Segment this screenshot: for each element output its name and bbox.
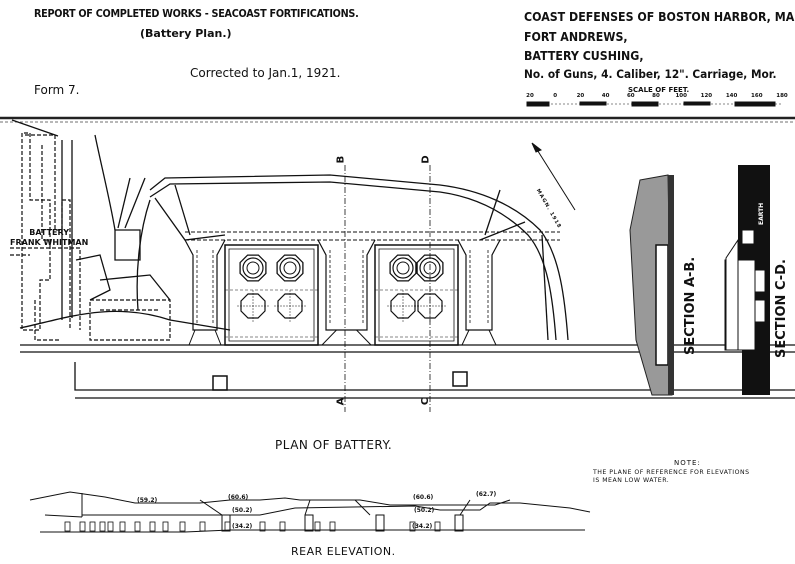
rear-elevation-drawing <box>29 491 591 533</box>
scale-tick-label: 20 <box>526 93 534 99</box>
traverse-magazine <box>317 239 376 346</box>
elevation-door <box>79 521 86 532</box>
mortar-emplacement <box>387 254 419 322</box>
note-heading: NOTE: <box>674 459 701 467</box>
report-title: REPORT OF COMPLETED WORKS - SEACOAST FOR… <box>34 8 359 20</box>
note-line-2: IS MEAN LOW WATER. <box>593 477 670 484</box>
elevation-door <box>99 521 106 532</box>
report-subtitle: (Battery Plan.) <box>140 27 232 40</box>
plan-title: PLAN OF BATTERY. <box>275 438 393 452</box>
battery-name: BATTERY CUSHING, <box>524 49 644 63</box>
traverse-magazine <box>184 239 226 346</box>
elevation-label: (60.6) <box>228 494 249 501</box>
elevation-door <box>199 521 206 532</box>
scale-title: SCALE OF FEET. <box>628 86 690 94</box>
note-text: THE PLANE OF REFERENCE FOR ELEVATIONS IS… <box>593 469 750 485</box>
fort-name: FORT ANDREWS, <box>524 30 628 44</box>
elevation-door <box>64 521 71 532</box>
gun-pits <box>184 231 560 346</box>
elevation-door <box>162 521 169 532</box>
elevation-label: (60.6) <box>413 494 434 501</box>
elevation-entrance <box>454 514 464 532</box>
elevation-door <box>179 521 186 532</box>
elevation-entrance <box>221 514 231 532</box>
adjacent-battery-label-2: FRANK WHITMAN <box>10 238 89 247</box>
plan-small-structure <box>212 375 228 391</box>
parapet-outline <box>136 174 569 341</box>
elevation-door <box>409 521 416 532</box>
elevation-door <box>89 521 96 532</box>
north-arrow <box>531 142 576 211</box>
gun-pit <box>374 244 459 346</box>
section-ab-drawing <box>629 174 674 396</box>
adjacent-battery-label-1: BATTERY <box>29 228 70 237</box>
elevation-door <box>434 521 441 532</box>
scale-tick-label: 60 <box>626 93 635 99</box>
elevation-door <box>134 521 141 532</box>
elevation-label: (59.2) <box>137 497 158 504</box>
elevation-label: (50.2) <box>414 507 435 514</box>
elevation-door <box>107 521 114 532</box>
scale-tick-label: 0 <box>553 93 558 99</box>
elevation-title: REAR ELEVATION. <box>291 545 396 558</box>
elevation-door <box>314 521 321 532</box>
scale-bar <box>526 101 782 107</box>
elevation-door <box>119 521 126 532</box>
elevation-door <box>259 521 266 532</box>
scale-tick-label: 180 <box>776 93 788 99</box>
section-ab-label: SECTION A-B. <box>683 256 698 355</box>
section-cd-label: SECTION C-D. <box>774 259 789 358</box>
section-marker-d: D <box>420 155 432 164</box>
plan-small-structure <box>452 371 468 387</box>
gun-pit <box>224 244 319 346</box>
gun-specs: No. of Guns, 4. Caliber, 12". Carriage, … <box>524 67 777 81</box>
elevation-label: (34.2) <box>232 523 253 530</box>
elevation-door <box>329 521 336 532</box>
elevation-entrance <box>304 514 314 532</box>
corrected-date: Corrected to Jan.1, 1921. <box>190 66 341 80</box>
adjacent-battery-walls <box>11 119 795 399</box>
section-cd-drawing <box>724 165 770 395</box>
mortar-emplacement <box>237 254 269 322</box>
scale-tick-label: 160 <box>751 93 763 99</box>
elevation-label: (34.2) <box>412 523 433 530</box>
elevation-door <box>279 521 286 532</box>
scale-tick-label: 40 <box>601 93 610 99</box>
elevation-entrance <box>375 514 385 532</box>
section-marker-b: B <box>335 155 347 164</box>
scale-tick-label: 20 <box>576 93 585 99</box>
section-marker-a: A <box>335 397 347 406</box>
form-number: Form 7. <box>34 83 80 97</box>
traverse-magazine <box>457 239 501 346</box>
section-marker-c: C <box>420 397 432 406</box>
scale-tick-label: 100 <box>675 93 687 99</box>
elevation-label: (50.2) <box>232 507 253 514</box>
scale-tick-label: 80 <box>652 93 660 99</box>
earth-label: EARTH <box>758 202 765 225</box>
scale-tick-label: 120 <box>700 93 713 99</box>
coast-defense-title: COAST DEFENSES OF BOSTON HARBOR, MASS. <box>524 10 795 24</box>
note-line-1: THE PLANE OF REFERENCE FOR ELEVATIONS <box>593 469 750 476</box>
scale-tick-label: 140 <box>725 93 738 99</box>
elevation-doors <box>64 514 464 532</box>
elevation-label: (62.7) <box>476 491 497 498</box>
elevation-door <box>149 521 156 532</box>
mortar-emplacement <box>274 254 306 322</box>
